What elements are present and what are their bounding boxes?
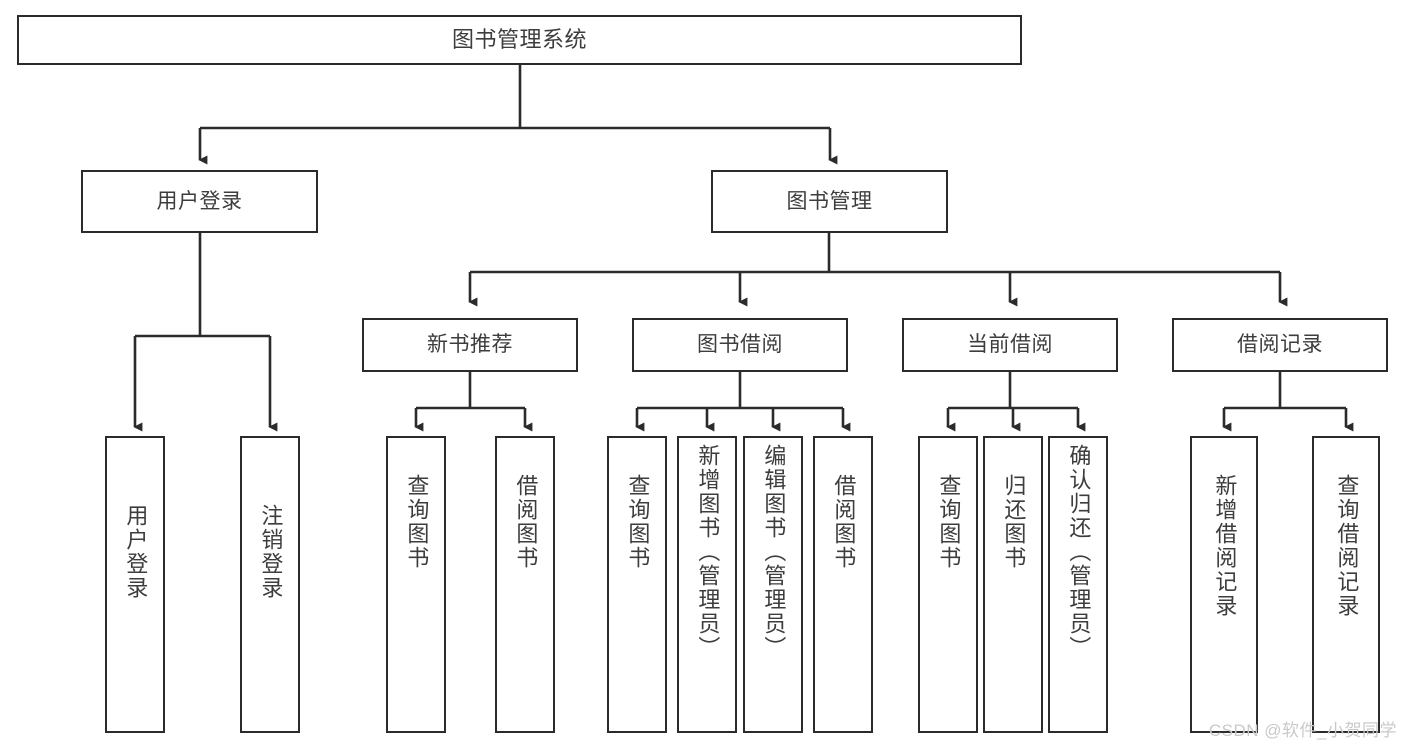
- node-user-login-label: 用户登录: [156, 189, 243, 213]
- node-root-label: 图书管理系统: [451, 26, 587, 52]
- leaf-user-login-1-label: 用户登录: [123, 504, 149, 600]
- leaf-user-login-2[interactable]: 注销登录: [240, 436, 300, 733]
- leaf-current-borrow-3-label: 确认归还（管理员）: [1066, 444, 1092, 660]
- leaf-new-book-2-label: 借阅图书: [513, 474, 539, 570]
- leaf-book-borrow-2[interactable]: 新增图书（管理员）: [677, 436, 737, 733]
- leaf-user-login-1[interactable]: 用户登录: [105, 436, 165, 733]
- node-current-borrow-label: 当前借阅: [967, 333, 1053, 357]
- leaf-book-borrow-2-label: 新增图书（管理员）: [695, 444, 721, 660]
- leaf-book-borrow-3-label: 编辑图书（管理员）: [761, 444, 787, 660]
- node-root[interactable]: 图书管理系统: [17, 15, 1022, 65]
- node-borrow-record-label: 借阅记录: [1237, 333, 1323, 357]
- leaf-current-borrow-3[interactable]: 确认归还（管理员）: [1048, 436, 1108, 733]
- leaf-current-borrow-2-label: 归还图书: [1001, 474, 1027, 570]
- leaf-new-book-2[interactable]: 借阅图书: [495, 436, 555, 733]
- node-book-borrow-label: 图书借阅: [697, 333, 783, 357]
- leaf-borrow-record-2-label: 查询借阅记录: [1334, 474, 1360, 618]
- leaf-current-borrow-1[interactable]: 查询图书: [918, 436, 978, 733]
- leaf-current-borrow-2[interactable]: 归还图书: [983, 436, 1043, 733]
- leaf-borrow-record-1-label: 新增借阅记录: [1212, 474, 1238, 618]
- leaf-book-borrow-1[interactable]: 查询图书: [607, 436, 667, 733]
- node-book-borrow[interactable]: 图书借阅: [632, 318, 848, 372]
- csdn-watermark: CSDN @软件_小贺同学: [1208, 721, 1397, 740]
- node-borrow-record[interactable]: 借阅记录: [1172, 318, 1388, 372]
- node-new-book-recommend[interactable]: 新书推荐: [362, 318, 578, 372]
- leaf-borrow-record-2[interactable]: 查询借阅记录: [1312, 436, 1380, 733]
- node-new-book-recommend-label: 新书推荐: [427, 333, 513, 357]
- leaf-new-book-1-label: 查询图书: [404, 474, 430, 570]
- leaf-book-borrow-3[interactable]: 编辑图书（管理员）: [743, 436, 803, 733]
- leaf-borrow-record-1[interactable]: 新增借阅记录: [1190, 436, 1258, 733]
- leaf-book-borrow-4[interactable]: 借阅图书: [813, 436, 873, 733]
- node-current-borrow[interactable]: 当前借阅: [902, 318, 1118, 372]
- leaf-user-login-2-label: 注销登录: [258, 504, 284, 600]
- leaf-current-borrow-1-label: 查询图书: [936, 474, 962, 570]
- node-book-management-label: 图书管理: [786, 189, 873, 213]
- leaf-new-book-1[interactable]: 查询图书: [386, 436, 446, 733]
- leaf-book-borrow-4-label: 借阅图书: [831, 474, 857, 570]
- node-user-login[interactable]: 用户登录: [81, 170, 318, 233]
- leaf-book-borrow-1-label: 查询图书: [625, 474, 651, 570]
- node-book-management[interactable]: 图书管理: [711, 170, 948, 233]
